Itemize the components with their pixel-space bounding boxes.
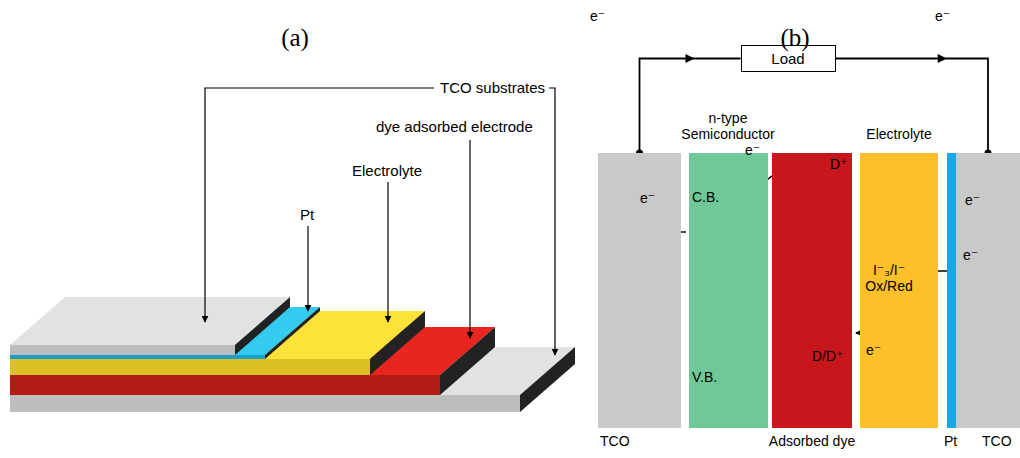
electron-arrow (916, 270, 1000, 271)
layer-front (10, 355, 265, 359)
tco-anode-layer: TCO (598, 153, 681, 428)
electron-label: e⁻ (935, 8, 950, 24)
energy-marks (632, 168, 1000, 377)
electron-label: e⁻ (640, 190, 655, 206)
layer-side (440, 327, 495, 395)
arrow-head (686, 54, 695, 63)
dye-layer: D⁺D/D⁺Adsorbed dye (772, 153, 852, 428)
slab-side (520, 347, 575, 412)
injection-arrow (756, 168, 812, 191)
layer-side (370, 311, 425, 375)
layer-heading: Electrolyte (866, 126, 931, 142)
panel-label: (b) (780, 24, 809, 52)
band-label: C.B. (692, 189, 719, 205)
part-label: Pt (300, 206, 314, 223)
electrolyte-layer: ElectrolyteI⁻₃/I⁻ Ox/Red (860, 153, 938, 428)
electron-label: e⁻ (963, 247, 978, 263)
leader-line (387, 182, 388, 322)
arrow-head (938, 54, 947, 63)
leader-line (469, 140, 470, 338)
pt-layer: Pt (947, 153, 956, 428)
part-label: Electrolyte (352, 162, 422, 179)
electron-arrow (631, 192, 632, 222)
layer-label: TCO (600, 433, 630, 449)
layer-front (10, 375, 440, 395)
semiconductor-layer: n-type SemiconductorC.B.V.B. (689, 153, 768, 428)
leader-lines (205, 88, 555, 355)
level-label: D/D⁺ (812, 348, 844, 364)
top-tco-slab (10, 297, 290, 355)
regeneration-arrow (856, 298, 886, 333)
electron-label: e⁻ (745, 142, 760, 158)
leader-line (307, 226, 308, 311)
band-label: V.B. (692, 369, 717, 385)
slab-front (10, 345, 235, 355)
slab-front (10, 395, 520, 412)
layer-heading: n-type Semiconductor (678, 110, 778, 142)
level-label: D⁺ (830, 156, 848, 172)
electron-arrow (987, 190, 988, 220)
electron-label: e⁻ (965, 192, 980, 208)
wire-connector (836, 54, 992, 157)
load-label: Load (771, 50, 804, 67)
wire (836, 59, 989, 154)
ground-levels (790, 318, 850, 342)
layer-front (10, 359, 370, 375)
part-label: TCO substrates (440, 79, 545, 96)
electron-label: e⁻ (866, 342, 881, 358)
excited-levels (815, 177, 850, 201)
electron-arrow (655, 231, 686, 232)
layer-label: Adsorbed dye (769, 433, 855, 449)
conduction-band-line (722, 196, 766, 198)
cell-stack (10, 297, 575, 412)
leader-line (549, 88, 555, 355)
redox-label: I⁻₃/I⁻ Ox/Red (862, 262, 916, 294)
slab-side (235, 297, 290, 355)
electron-label: e⁻ (590, 8, 605, 24)
layer-label: TCO (982, 433, 1012, 449)
layer-label: Pt (944, 433, 957, 449)
part-label: dye adsorbed electrode (376, 118, 533, 135)
panel-label: (a) (281, 24, 309, 52)
valence-band-line (722, 376, 766, 378)
excitation-arrow (782, 176, 812, 345)
